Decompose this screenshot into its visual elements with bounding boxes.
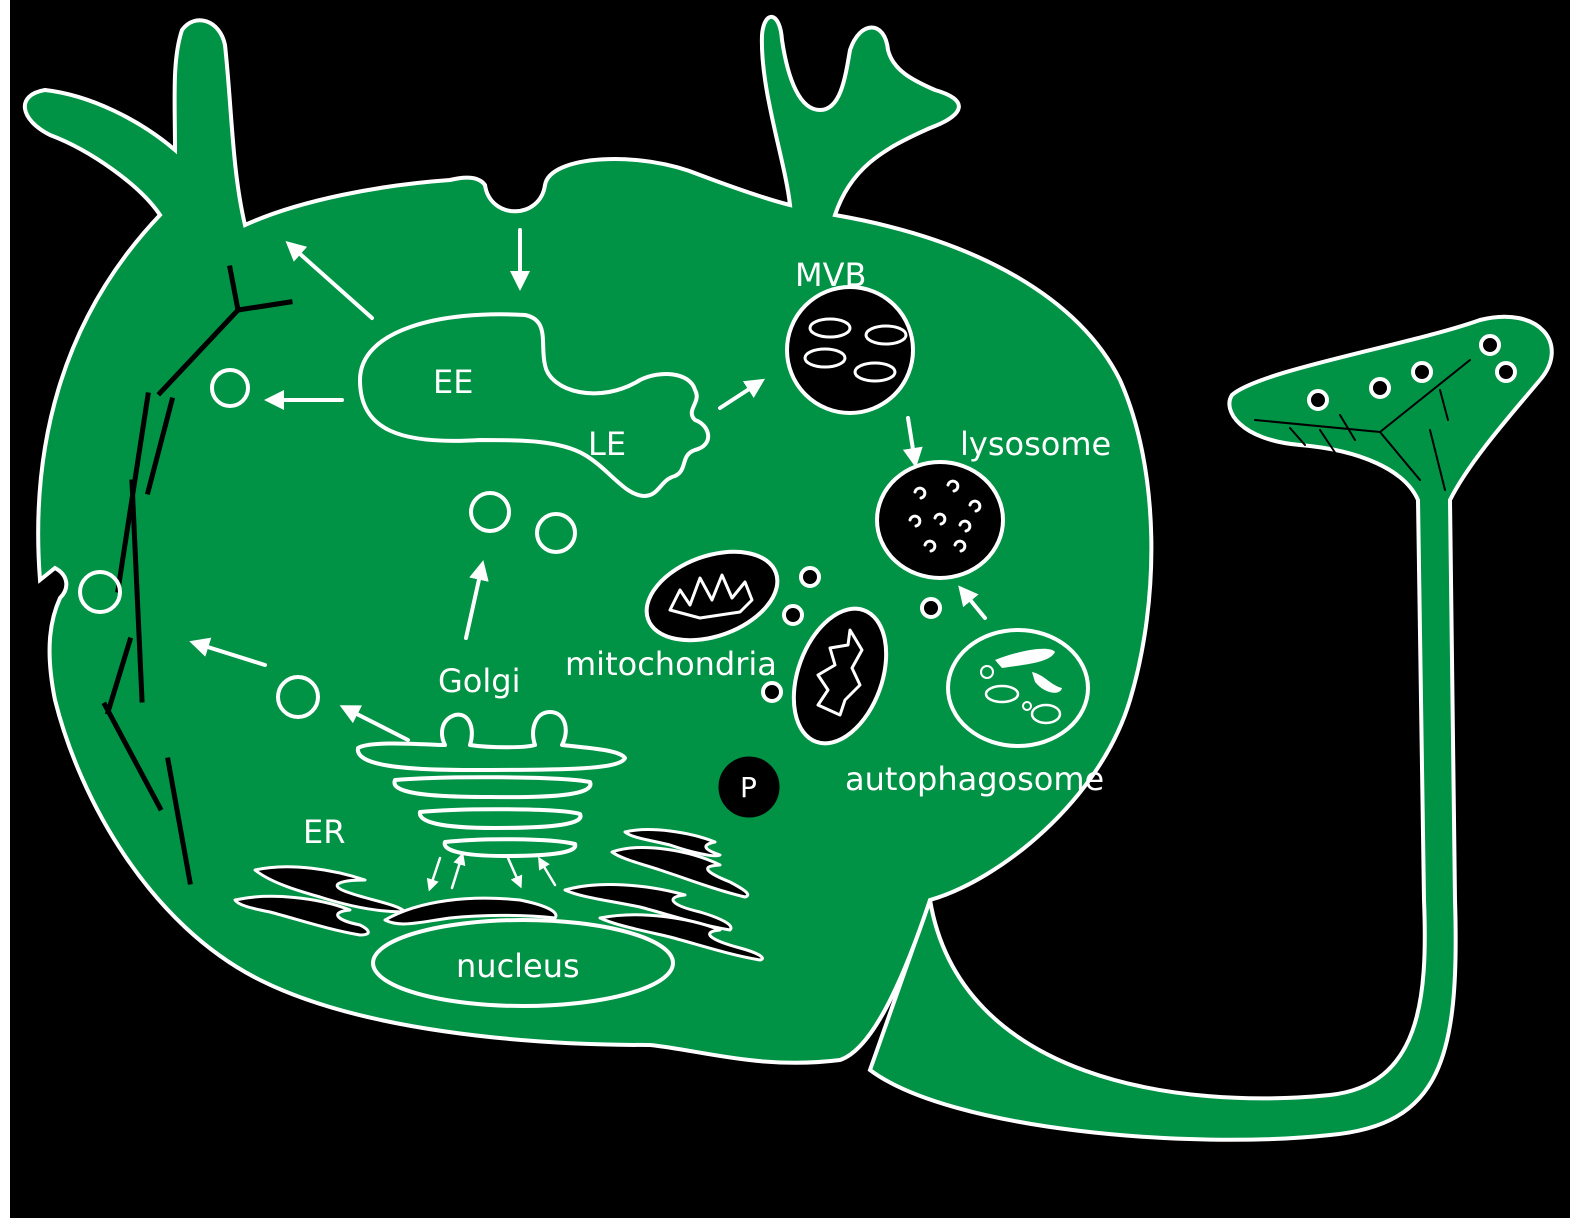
- nucleus-label: nucleus: [456, 947, 580, 985]
- lysosome-label: lysosome: [960, 425, 1111, 463]
- le-label: LE: [588, 425, 626, 463]
- mitochondria-label: mitochondria: [565, 645, 777, 683]
- ee-label: EE: [433, 363, 473, 401]
- golgi-label: Golgi: [438, 662, 520, 700]
- autophagosome-label: autophagosome: [845, 760, 1104, 798]
- mvb: [787, 287, 913, 413]
- er-label: ER: [303, 813, 345, 851]
- lysosome: [877, 462, 1003, 578]
- p-label: P: [740, 771, 757, 804]
